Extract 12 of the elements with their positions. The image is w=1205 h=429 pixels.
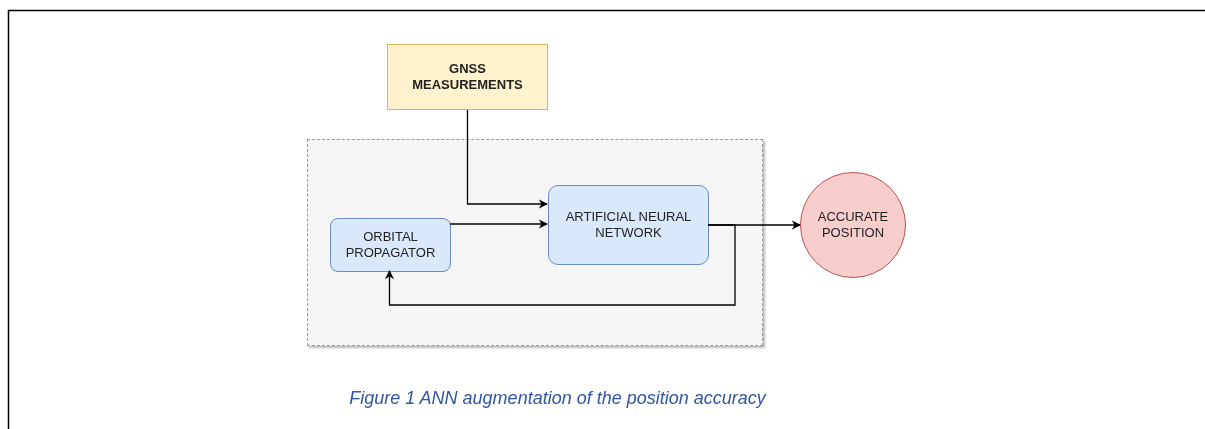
arrow [466, 109, 548, 209]
input-box [387, 44, 548, 110]
arrow [449, 219, 548, 229]
process-box [330, 218, 451, 272]
node-label: ORBITAL PROPAGATOR [345, 228, 436, 262]
arrow [384, 224, 736, 306]
node-label: GNSS MEASUREMENTS [411, 60, 524, 94]
group-container [307, 139, 763, 346]
process-box [548, 185, 709, 265]
node-label: ACCURATE POSITION [816, 208, 890, 242]
node-label: ARTIFICIAL NEURAL NETWORK [564, 208, 693, 242]
figure-caption: Figure 1 ANN augmentation of the position accuracy [349, 388, 766, 408]
